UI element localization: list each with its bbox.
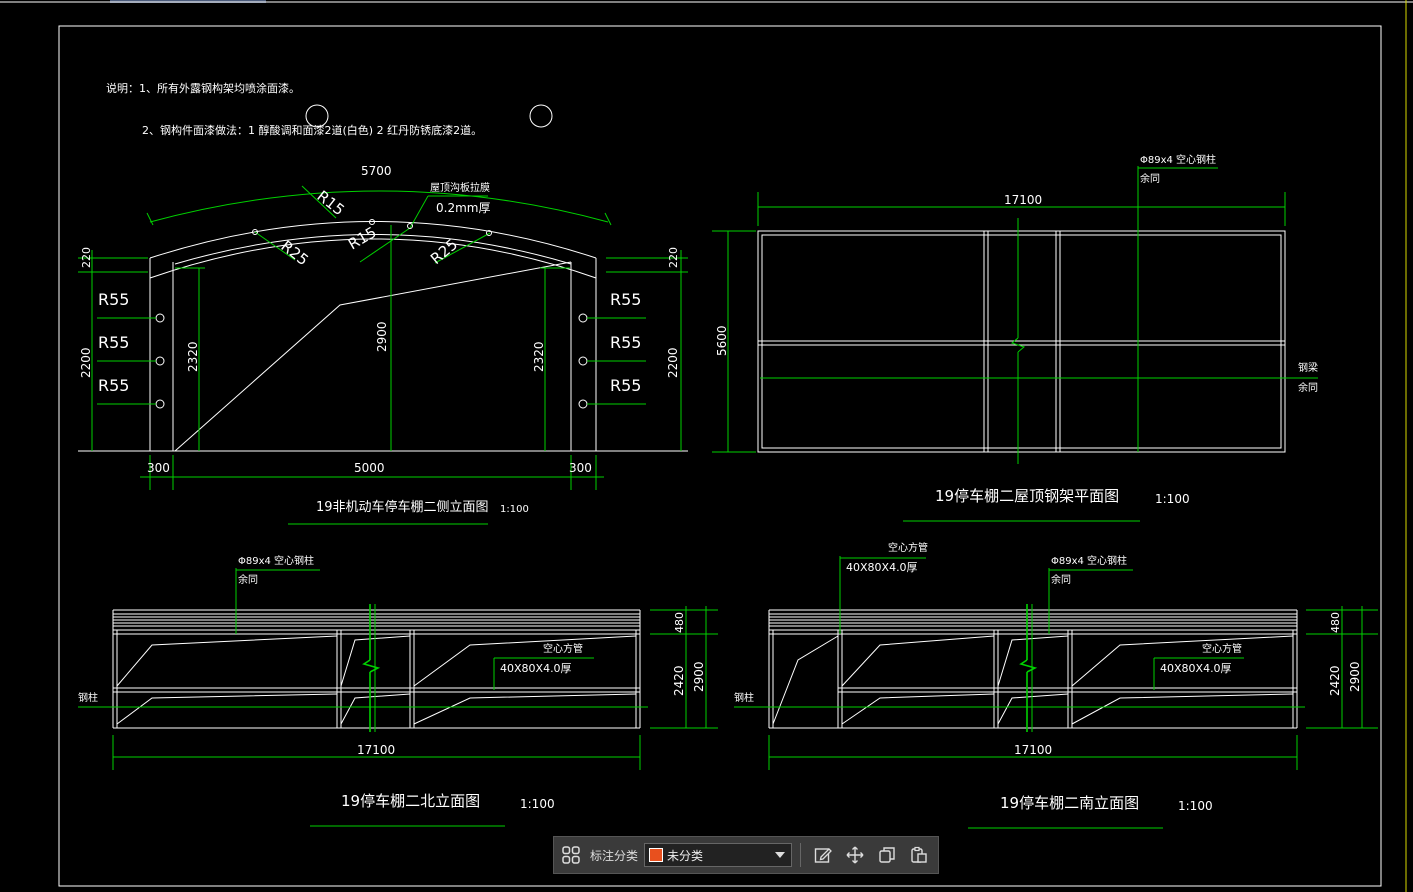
move-icon[interactable] [839,837,871,873]
r55-right: R55 [610,333,641,352]
callout-column-north: Φ89x4 空心钢柱 [238,554,314,567]
dim-480-north: 480 [673,612,686,633]
roof-plan: 17100 5600 Φ89x4 空心钢柱 余同 钢梁 余同 19停车棚二屋顶钢… [712,153,1318,522]
dim-17100-north: 17100 [357,743,395,757]
dim-2420-south: 2420 [1328,665,1342,696]
grid-icon[interactable] [554,837,588,873]
dim-2320-left: 2320 [186,341,200,372]
callout-same-south: 余同 [1051,573,1071,586]
label-same: 余同 [1298,381,1318,394]
north-elevation: Φ89x4 空心钢柱 余同 空心方管 40X80X4.0厚 钢柱 17100 4… [78,554,718,827]
callout-column: Φ89x4 空心钢柱 [1140,153,1216,166]
toolbar-divider [800,843,802,867]
roof-beam [174,234,572,265]
dim-300-left: 300 [147,461,170,475]
title-side-elevation: 19非机动车停车棚二侧立面图 [316,499,489,515]
dim-2420-north: 2420 [672,665,686,696]
marker-circle [305,104,329,128]
dim-5700: 5700 [361,164,392,178]
r55-right: R55 [610,290,641,309]
annotation-category-label: 标注分类 [590,848,639,863]
label-steel-column-south: 钢柱 [734,691,754,704]
label-steel-column-north: 钢柱 [78,691,98,704]
dim-2200-right: 2200 [666,347,680,378]
edit-icon[interactable] [807,837,839,873]
dim-2320-right: 2320 [532,341,546,372]
tube-top-label-south: 空心方管 [888,541,928,554]
arc-dimension [149,190,609,223]
category-value: 未分类 [667,848,704,863]
side-elevation: 5700 R15 R25 R15 R25 屋顶沟板拉膜 0.2mm厚 2900 [78,164,688,525]
dim-2200-left: 2200 [79,347,93,378]
note-line-1: 说明：1、所有外露钢构架均喷涂面漆。 [106,81,300,95]
note-line-2: 2、钢构件面漆做法：1 醇酸调和面漆2道(白色) 2 红丹防锈底漆2道。 [142,123,482,137]
r55-left: R55 [98,333,129,352]
dim-220-left: 220 [80,247,93,268]
membrane-label-1: 屋顶沟板拉膜 [430,181,490,194]
dim-5600: 5600 [715,325,729,356]
tube-spec-south: 40X80X4.0厚 [1160,662,1232,675]
scale-south-elevation: 1:100 [1178,799,1213,813]
r55-right: R55 [610,376,641,395]
dim-300-right: 300 [569,461,592,475]
drawing-frame [58,25,1382,887]
dim-17100-south: 17100 [1014,743,1052,757]
label-steel-beam: 钢梁 [1298,361,1318,374]
scale-north-elevation: 1:100 [520,797,555,811]
callout-same: 余同 [1140,172,1160,185]
callout-column-south: Φ89x4 空心钢柱 [1051,554,1127,567]
title-south-elevation: 19停车棚二南立面图 [1000,794,1139,812]
diagonal-brace [174,261,572,452]
chevron-down-icon [775,852,786,858]
title-north-elevation: 19停车棚二北立面图 [341,792,480,810]
category-color-swatch [649,848,664,862]
annotation-toolbar: 标注分类 未分类 [553,836,939,874]
tube-label-south: 空心方管 [1202,642,1242,655]
dim-220-right: 220 [667,247,680,268]
label-r15-b: R15 [345,223,380,253]
label-r25-b: R25 [427,235,461,268]
r55-left: R55 [98,290,129,309]
scale-roof-plan: 1:100 [1155,492,1190,506]
category-dropdown[interactable]: 未分类 [644,843,793,867]
title-roof-plan: 19停车棚二屋顶钢架平面图 [935,487,1119,505]
dim-480-south: 480 [1329,612,1342,633]
south-elevation: 空心方管 40X80X4.0厚 Φ89x4 空心钢柱 余同 空心方管 40X80… [734,541,1378,829]
dim-2900-north: 2900 [692,661,706,692]
scale-side-elevation: 1:100 [500,504,529,515]
r55-left: R55 [98,376,129,395]
tube-label-north: 空心方管 [543,642,583,655]
copy-icon[interactable] [871,837,903,873]
tube-top-spec-south: 40X80X4.0厚 [846,561,918,574]
marker-circle [529,104,553,128]
paste-icon[interactable] [903,837,935,873]
dim-2900-south: 2900 [1348,661,1362,692]
callout-same-north: 余同 [238,573,258,586]
membrane-label-2: 0.2mm厚 [436,201,490,215]
label-r25-a: R25 [278,237,312,269]
dim-5000: 5000 [354,461,385,475]
tube-spec-north: 40X80X4.0厚 [500,662,572,675]
roof-inner [149,238,597,279]
dim-17100-plan: 17100 [1004,193,1042,207]
dim-2900-side: 2900 [375,321,389,352]
